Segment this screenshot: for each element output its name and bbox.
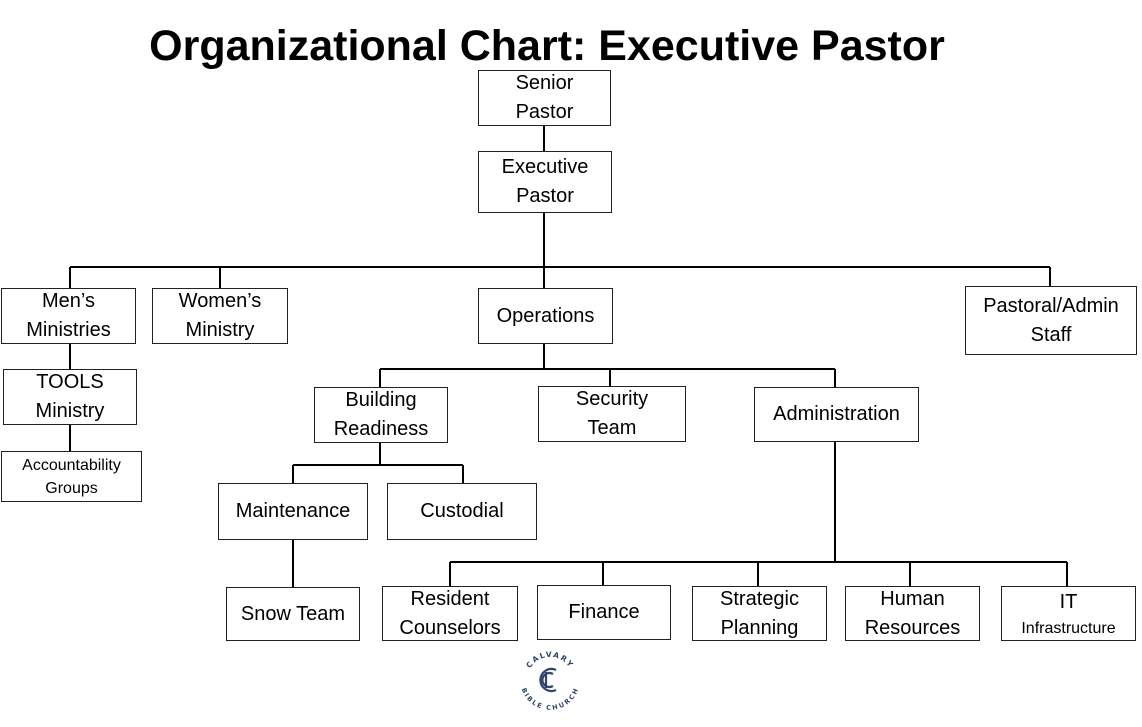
it-infrastructure-box: IT Infrastructure — [1001, 586, 1136, 641]
node-label: IT — [1059, 590, 1078, 613]
mens-ministries-box: Men’s Ministries — [1, 288, 136, 344]
node-label: Ministry — [185, 319, 255, 341]
womens-ministry-box: Women’s Ministry — [152, 288, 288, 344]
node-label: Administration — [773, 403, 900, 425]
node-label: Resources — [864, 616, 961, 639]
node-label: TOOLS — [36, 371, 104, 393]
maintenance-box: Maintenance — [218, 483, 368, 540]
node-label: Counselors — [399, 616, 501, 639]
node-label: Executive — [501, 156, 589, 178]
calvary-bible-church-logo-icon: CALVARY BIBLE CHURCH — [518, 648, 582, 712]
accountability-groups-box: Accountability Groups — [1, 451, 142, 502]
node-label: Strategic — [720, 587, 799, 610]
administration-box: Administration — [754, 387, 919, 442]
node-label: Groups — [45, 479, 98, 497]
node-label: Pastoral/Admin — [983, 294, 1119, 317]
node-label: Finance — [568, 601, 640, 623]
security-team-box: Security Team — [538, 386, 686, 442]
node-label: Readiness — [333, 418, 429, 440]
tools-ministry-box: TOOLS Ministry — [3, 369, 137, 425]
chart-title: Organizational Chart: Executive Pastor — [149, 22, 945, 70]
node-label: Human — [880, 587, 945, 610]
node-label: Infrastructure — [1021, 619, 1116, 637]
pastoral-admin-staff-box: Pastoral/Admin Staff — [965, 286, 1137, 355]
node-label: Maintenance — [235, 500, 351, 522]
node-label: Planning — [720, 616, 799, 639]
node-label: Custodial — [420, 500, 504, 522]
node-label: Staff — [1030, 323, 1072, 346]
resident-counselors-box: Resident Counselors — [382, 586, 518, 641]
finance-box: Finance — [537, 585, 671, 640]
node-label: Building — [345, 389, 417, 411]
building-readiness-box: Building Readiness — [314, 387, 448, 443]
strategic-planning-box: Strategic Planning — [692, 586, 827, 641]
node-label: Accountability — [22, 456, 121, 474]
node-label: Pastor — [515, 101, 574, 123]
senior-pastor-box: Senior Pastor — [478, 70, 611, 126]
custodial-box: Custodial — [387, 483, 537, 540]
human-resources-box: Human Resources — [845, 586, 980, 641]
node-label: Operations — [496, 304, 595, 327]
node-label: Ministries — [26, 319, 111, 341]
node-label: Security — [575, 388, 649, 410]
node-label: Men’s — [42, 290, 95, 312]
node-label: Pastor — [516, 185, 574, 207]
node-label: Women’s — [178, 290, 262, 312]
node-label: Ministry — [35, 400, 105, 422]
node-label: Snow Team — [240, 602, 346, 625]
svg-text:CALVARY: CALVARY — [524, 650, 575, 670]
node-label: Team — [587, 417, 637, 439]
snow-team-box: Snow Team — [226, 587, 360, 641]
node-label: Senior — [515, 72, 574, 94]
node-label: Resident — [410, 587, 490, 610]
executive-pastor-box: Executive Pastor — [478, 151, 612, 213]
operations-box: Operations — [478, 288, 613, 344]
